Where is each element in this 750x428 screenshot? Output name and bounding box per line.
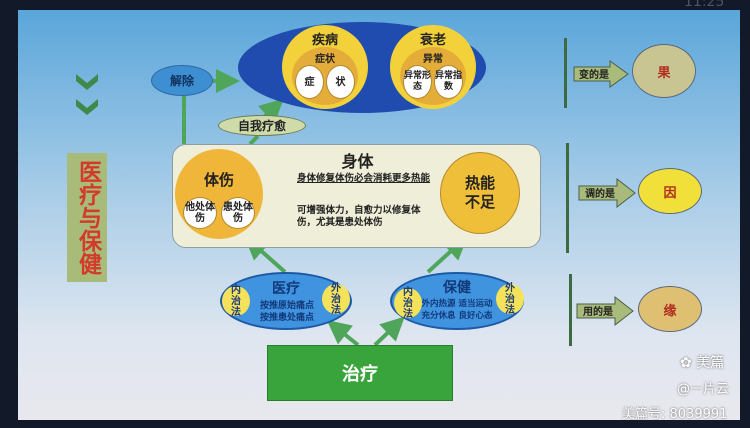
yiliao-line2: 按推患处痛点: [259, 313, 314, 323]
jibing-inner: 症状 症 状: [292, 47, 358, 105]
watermark-user: @一片云: [677, 382, 730, 397]
side-label: 医疗与保健: [67, 153, 107, 282]
watermark-brand: ✿ 美篇: [680, 352, 724, 372]
baojian-left: 内治法: [394, 287, 422, 320]
watermark-id: 美篇号: 8039991: [622, 407, 728, 422]
shenti-title: 身体: [341, 152, 374, 171]
jibing-circle: 疾病 症状 症 状: [282, 25, 368, 109]
shuailao-b: 异常指数: [434, 65, 463, 99]
shuailao-inner: 异常 异常形态 异常指数: [400, 47, 466, 105]
arrow-ziwo-to-ellipse: [258, 98, 284, 124]
right-value-yin: 因: [638, 168, 702, 214]
meipian-logo-icon: ✿: [680, 355, 692, 371]
yiliao-line1: 按推原始痛点: [259, 301, 314, 311]
jibing-title: 疾病: [311, 33, 338, 48]
reneng-circle: 热能不足: [440, 152, 520, 234]
baojian-line1: 外内热源 适当运动: [421, 299, 493, 309]
right-label-1: 调的是: [585, 189, 615, 200]
yiliao-right: 外治法: [322, 283, 350, 316]
right-value-guo: 果: [632, 44, 696, 98]
divider: [569, 274, 572, 346]
baojian-line2: 充分休息 良好心态: [421, 311, 493, 321]
divider: [566, 143, 569, 253]
divider: [564, 38, 567, 108]
tishang-circle: 体伤 他处体伤 患处体伤: [175, 149, 263, 239]
tishang-a: 他处体伤: [183, 197, 217, 229]
jiechu-node: 解除: [151, 65, 213, 96]
jibing-a: 症: [295, 65, 324, 99]
yiliao-ellipse: 医疗 按推原始痛点 按推患处痛点 内治法 外治法: [220, 272, 352, 330]
arrow-tiao-icon: [578, 178, 636, 208]
baojian-title: 保健: [443, 280, 471, 296]
chevron-down-icon: [76, 74, 98, 90]
arrow-bian-icon: [573, 60, 629, 88]
shenti-text-top: 身体修复体伤必会消耗更多热能: [297, 173, 431, 184]
ziwo-node: 自我疗愈: [218, 115, 306, 136]
arrow-zhiliao-to-baojian: [373, 316, 405, 347]
shuailao-circle: 衰老 异常 异常形态 异常指数: [390, 25, 476, 109]
shuailao-a: 异常形态: [403, 65, 432, 99]
shuailao-title: 衰老: [419, 33, 446, 48]
shuailao-sub: 异常: [423, 54, 443, 65]
right-label-0: 变的是: [579, 70, 609, 81]
right-label-2: 用的是: [583, 307, 613, 318]
arrow-yong-icon: [576, 296, 634, 326]
zhiliao-box: 治疗: [267, 345, 453, 401]
tishang-b: 患处体伤: [221, 197, 255, 229]
arrow-zhiliao-to-yiliao: [326, 320, 360, 347]
jibing-b: 状: [326, 65, 355, 99]
chevron-down-icon: [76, 99, 98, 115]
baojian-ellipse: 保健 外内热源 适当运动 充分休息 良好心态 内治法 外治法: [390, 272, 524, 330]
clock: 11:25: [684, 0, 725, 10]
yiliao-left: 内治法: [222, 285, 250, 318]
tishang-title: 体伤: [203, 171, 234, 189]
shenti-text-bottom: 可增强体力，自愈力以修复体伤，尤其是患处体伤: [297, 205, 421, 228]
right-value-yuan: 缘: [638, 286, 702, 332]
jibing-sub: 症状: [315, 54, 335, 65]
baojian-right: 外治法: [496, 283, 524, 316]
watermark-brand-text: 美篇: [696, 355, 725, 371]
yiliao-title: 医疗: [272, 281, 300, 297]
arrow-line: [248, 134, 260, 146]
